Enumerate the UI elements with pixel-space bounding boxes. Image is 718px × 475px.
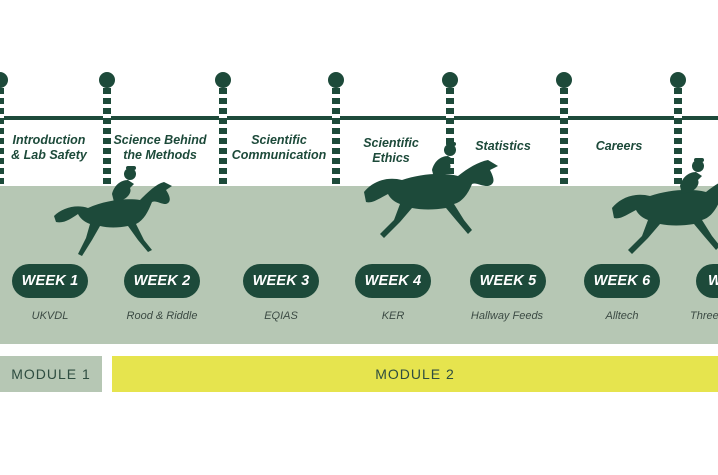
week-badge: WEEK 4 — [355, 264, 431, 298]
week-badge: WEEK 3 — [243, 264, 319, 298]
topic-label: Careers — [595, 139, 643, 153]
fence-post-ball — [328, 72, 344, 88]
module-1-bar: MODULE 1 — [0, 356, 102, 392]
topic-label: Scientific Ethics — [363, 136, 419, 165]
sponsor-label: Three — [690, 310, 718, 322]
fence-post — [0, 78, 4, 186]
module-2-label: MODULE 2 — [375, 366, 455, 382]
sponsor-label: Alltech — [605, 310, 639, 322]
top-rail — [0, 116, 718, 120]
fence-post-ball — [670, 72, 686, 88]
fence-post-ball — [0, 72, 8, 88]
racehorse-with-jockey-icon — [364, 142, 498, 238]
sponsor-label: Rood & Riddle — [126, 310, 198, 322]
fence-post — [560, 78, 568, 186]
fence-post — [446, 78, 454, 186]
sponsor-label: EQIAS — [264, 310, 298, 322]
fence-post — [219, 78, 227, 186]
sponsor-label: KER — [381, 310, 405, 322]
fence-post-ball — [215, 72, 231, 88]
week-badge: WEEK 6 — [584, 264, 660, 298]
racehorse-with-jockey-icon — [612, 158, 718, 254]
sponsor-label: UKVDL — [31, 310, 69, 322]
module-1-label: MODULE 1 — [11, 366, 91, 382]
fence-post-ball — [442, 72, 458, 88]
topic-label: Science Behind the Methods — [113, 133, 207, 162]
topic-label: Introduction & Lab Safety — [11, 133, 87, 162]
sponsor-label: Hallway Feeds — [470, 310, 544, 322]
week-badge: WEEK 2 — [124, 264, 200, 298]
fence-post-ball — [556, 72, 572, 88]
fence-post — [674, 78, 682, 186]
week-badge: W — [696, 264, 718, 298]
racehorse-with-jockey-icon — [54, 166, 172, 256]
topic-label: Scientific Communication — [231, 133, 327, 162]
week-badge: WEEK 5 — [470, 264, 546, 298]
fence-post — [332, 78, 340, 186]
topic-label: Statistics — [475, 139, 531, 153]
fence-post — [103, 78, 111, 186]
fence-post-ball — [99, 72, 115, 88]
week-badge: WEEK 1 — [12, 264, 88, 298]
module-2-bar: MODULE 2 — [112, 356, 718, 392]
